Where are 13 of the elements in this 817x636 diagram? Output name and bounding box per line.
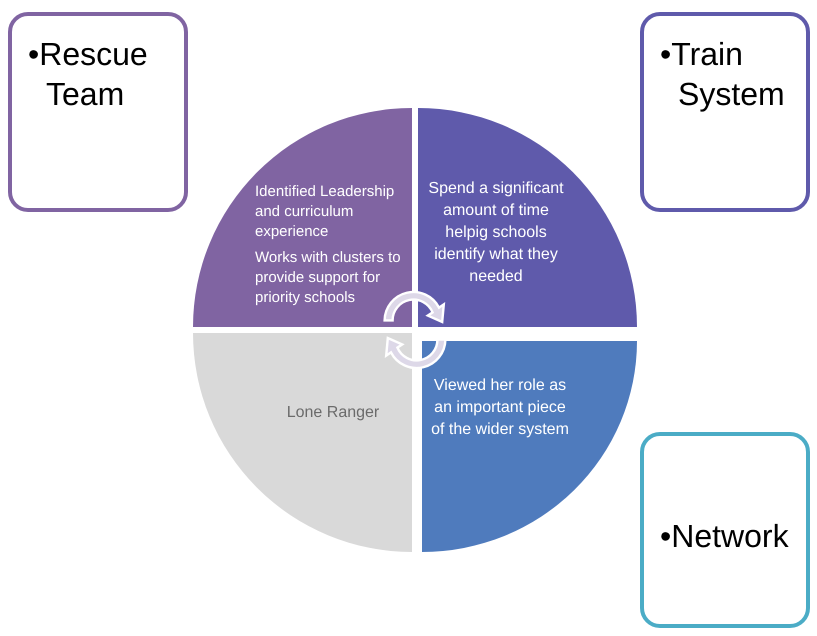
outline-box (640, 12, 810, 212)
quadrant-segment (418, 108, 637, 327)
box-heading: •Train System (660, 35, 786, 114)
quadrant-text: Identified Leadership and curriculum experience (255, 182, 396, 242)
quadrant-text: Works with clusters to provide support for priority schools (255, 248, 402, 308)
quadrant-segment (422, 341, 637, 552)
quadrant-text: Viewed her role as an important piece of the wider system (430, 376, 570, 440)
quadrant-text: Spend a significant amount of time helpig schools identify what they needed (427, 179, 565, 287)
box-heading: •Rescue Team (28, 35, 149, 114)
outline-box (8, 12, 188, 212)
outline-box (640, 432, 810, 628)
box-heading: •Network (660, 517, 790, 556)
quadrant-text: Lone Ranger (286, 403, 380, 423)
